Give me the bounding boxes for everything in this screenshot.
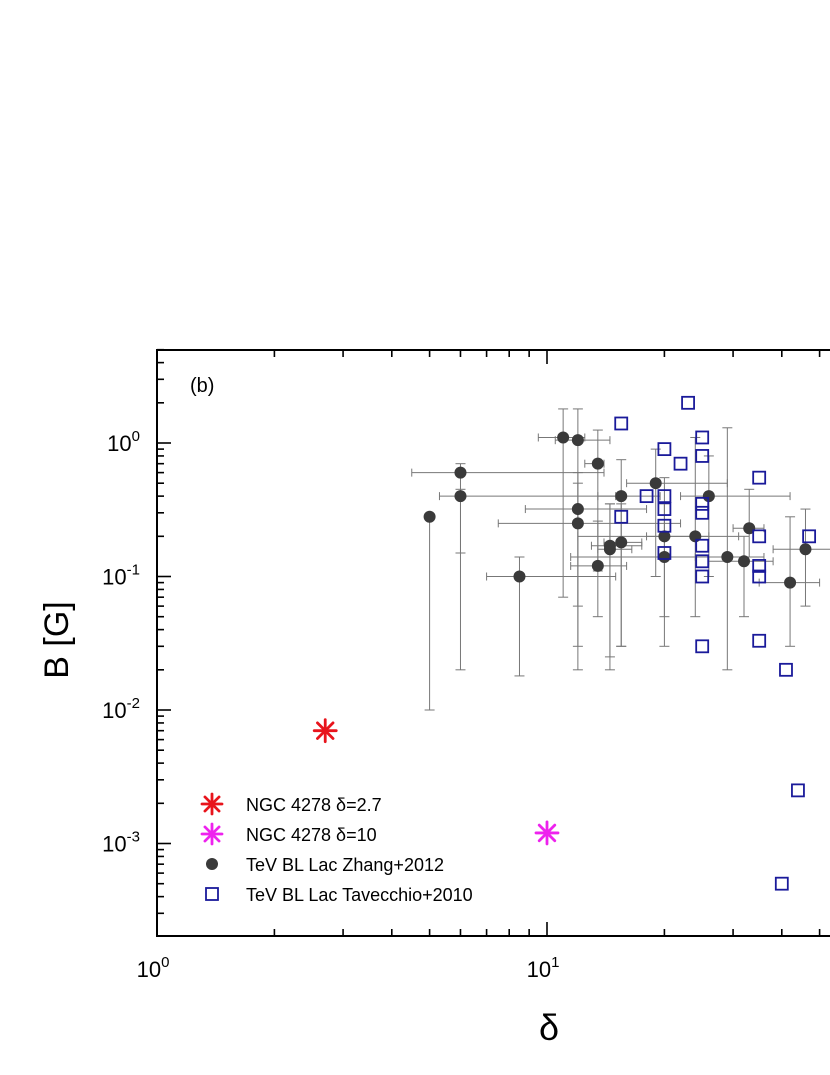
zhang-point bbox=[571, 517, 584, 530]
tavecchio-point bbox=[657, 518, 672, 533]
tavecchio-point bbox=[774, 876, 789, 891]
data-marks bbox=[312, 395, 817, 891]
asterisk-stroke bbox=[316, 721, 335, 740]
zhang-point bbox=[513, 570, 526, 583]
legend-label: NGC 4278 δ=10 bbox=[246, 825, 377, 845]
zhang-point bbox=[454, 490, 467, 503]
legend-label: TeV BL Lac Zhang+2012 bbox=[246, 855, 444, 875]
tavecchio-point bbox=[614, 416, 629, 431]
tavecchio-point bbox=[791, 783, 805, 798]
x-axis-title: δ bbox=[539, 1007, 559, 1048]
tavecchio-point bbox=[752, 633, 767, 648]
tavecchio-point bbox=[657, 502, 672, 516]
zhang-point bbox=[571, 503, 584, 516]
tavecchio-point bbox=[614, 509, 629, 524]
tavecchio-point bbox=[695, 569, 710, 584]
x-tick-label: 100 bbox=[137, 954, 170, 982]
zhang-point bbox=[591, 457, 604, 470]
legend-label: TeV BL Lac Tavecchio+2010 bbox=[246, 885, 473, 905]
tavecchio-point bbox=[681, 395, 695, 410]
zhang-point bbox=[649, 477, 662, 490]
panel-label: (b) bbox=[190, 375, 214, 397]
zhang-point bbox=[603, 543, 616, 556]
tavecchio-point bbox=[695, 430, 710, 445]
zhang-point bbox=[423, 510, 436, 523]
zhang-point bbox=[571, 434, 584, 447]
zhang-point bbox=[743, 522, 756, 535]
tavecchio-point bbox=[657, 442, 672, 457]
zhang-point bbox=[557, 431, 570, 444]
y-tick-label: 100 bbox=[107, 428, 140, 456]
zhang-point bbox=[784, 576, 797, 589]
tavecchio-point bbox=[657, 489, 672, 504]
legend-marker bbox=[205, 887, 219, 901]
tavecchio-point bbox=[695, 496, 710, 511]
legend-marker bbox=[200, 822, 224, 846]
zhang-point bbox=[721, 550, 734, 563]
zhang-point bbox=[591, 559, 604, 572]
tavecchio-point bbox=[752, 470, 767, 485]
tavecchio-point bbox=[752, 529, 767, 544]
zhang-point bbox=[658, 530, 671, 543]
asterisk-stroke bbox=[203, 825, 221, 843]
tavecchio-point bbox=[695, 538, 710, 553]
legend-marker bbox=[206, 858, 218, 870]
axis-ticks: 100 101 10-3 10-2 10-1 100 bbox=[102, 348, 821, 982]
y-tick-label: 10-2 bbox=[102, 695, 140, 723]
y-axis-title: B [G] bbox=[38, 601, 76, 678]
zhang-point bbox=[615, 536, 628, 549]
legend-marker bbox=[200, 792, 224, 816]
zhang-point bbox=[615, 490, 628, 503]
tavecchio-point bbox=[639, 489, 654, 504]
tavecchio-point bbox=[695, 554, 710, 569]
tavecchio-point bbox=[779, 662, 793, 677]
zhang-point bbox=[799, 543, 812, 556]
zhang-point bbox=[738, 555, 751, 568]
plot-frame bbox=[156, 349, 830, 937]
zhang-point bbox=[658, 550, 671, 563]
tavecchio-point bbox=[673, 456, 688, 471]
tavecchio-point bbox=[695, 639, 710, 654]
x-tick-label: 101 bbox=[527, 954, 560, 982]
asterisk-stroke bbox=[203, 795, 221, 813]
zhang-point bbox=[454, 466, 467, 479]
zhang-point bbox=[702, 490, 715, 503]
tavecchio-point bbox=[657, 546, 672, 560]
y-tick-label: 10-3 bbox=[102, 829, 140, 857]
tavecchio-point bbox=[695, 505, 710, 520]
ngc4278-point bbox=[312, 718, 338, 744]
tavecchio-point bbox=[802, 529, 817, 544]
asterisk-stroke bbox=[537, 823, 557, 843]
tavecchio-point bbox=[752, 569, 767, 584]
legend-label: NGC 4278 δ=2.7 bbox=[246, 795, 382, 815]
ngc4278-point bbox=[534, 820, 560, 846]
y-tick-label: 10-1 bbox=[102, 562, 140, 590]
tavecchio-point bbox=[752, 559, 767, 573]
tavecchio-point bbox=[695, 449, 710, 463]
